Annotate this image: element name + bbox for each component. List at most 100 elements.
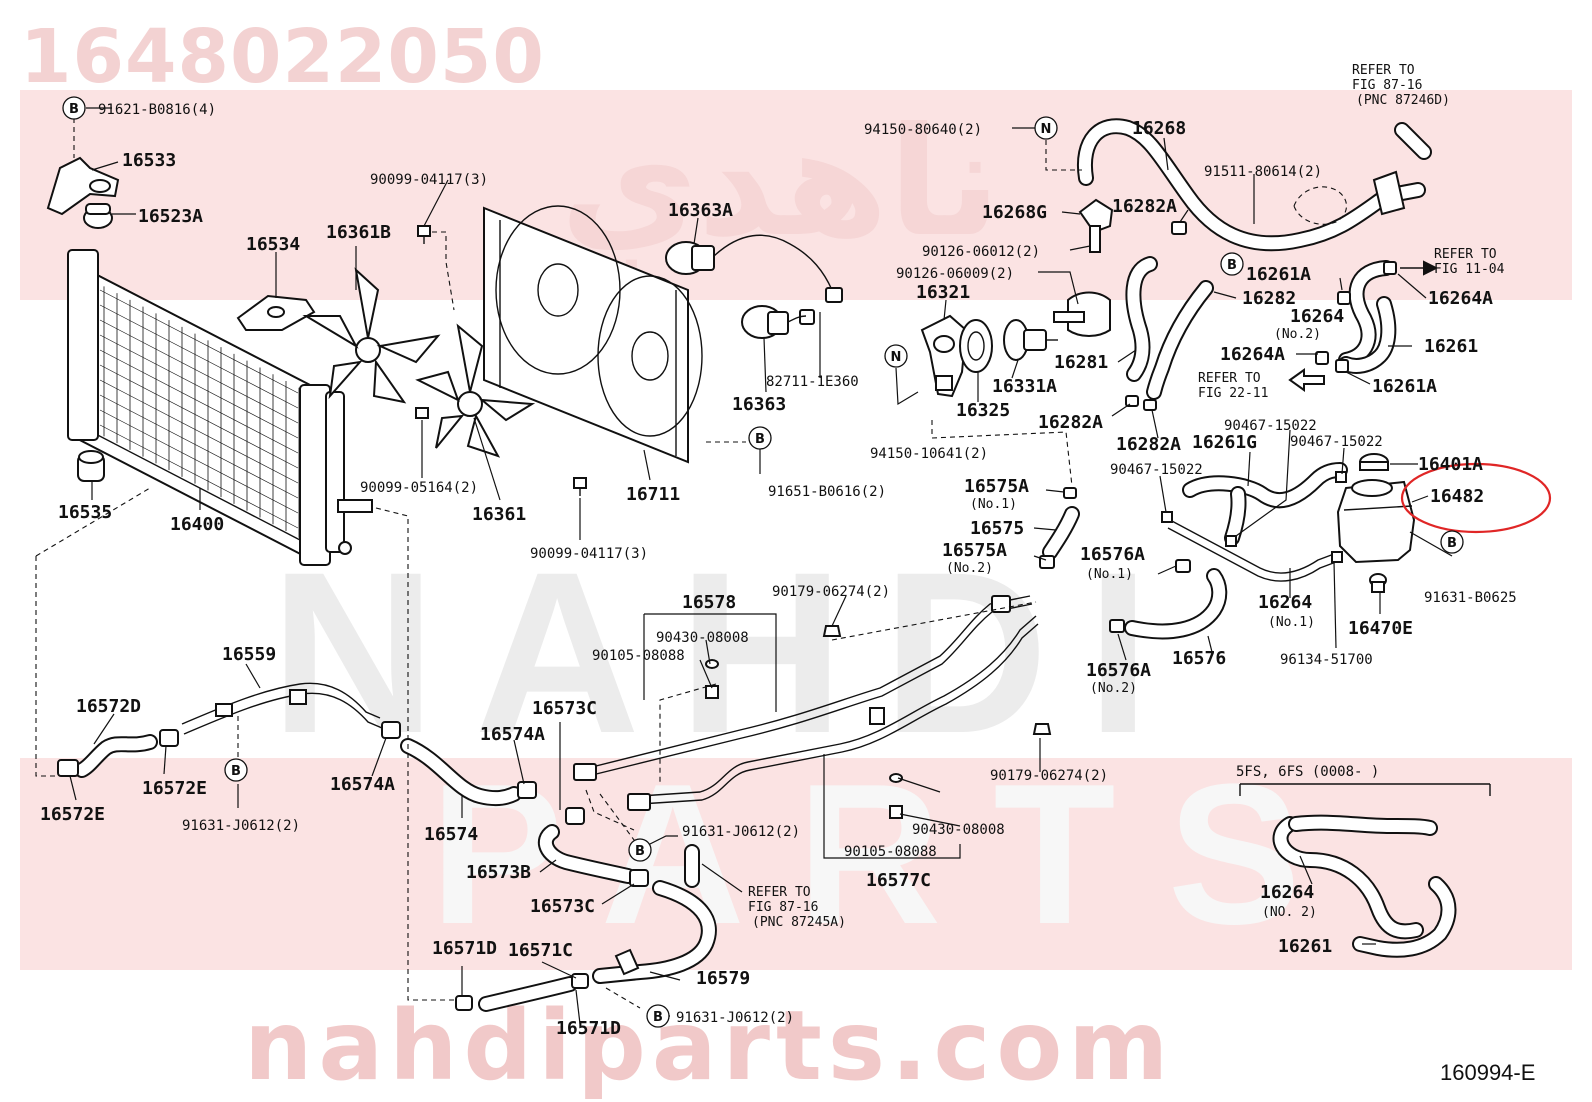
part-label-l40[interactable]: 16400 [170,514,224,535]
part-label-l34[interactable]: 16482 [1430,486,1484,507]
hose-16264-no1[interactable] [1167,519,1337,582]
clip-16282A-top[interactable] [1171,221,1187,235]
part-label-l13[interactable]: 90126-06012(2) [922,244,1040,260]
part-label-l64[interactable]: 96134-51700 [1280,652,1373,668]
part-label-l1[interactable]: 91621-B0816(4) [98,102,216,118]
part-label-l8[interactable]: 94150-80640(2) [864,122,982,138]
bolt-90099-04117-top[interactable] [417,225,431,244]
part-label-l3[interactable]: 16523A [138,206,203,227]
part-label-l41[interactable]: 90099-05164(2) [360,480,478,496]
part-label-l77[interactable]: 90105-08088 [844,844,937,860]
part-label-l51[interactable]: (No.1) [1086,567,1133,582]
thermostat-16331A[interactable] [1003,319,1058,361]
part-label-l24[interactable]: 16331A [992,376,1057,397]
part-label-l63[interactable]: 16576 [1172,648,1226,669]
part-label-l70[interactable]: 16574A [330,774,395,795]
hose-16261[interactable] [1338,260,1394,368]
part-label-l37[interactable]: 16363 [732,394,786,415]
part-label-l15[interactable]: 16321 [916,282,970,303]
part-label-l38[interactable]: 94150-10641(2) [870,446,988,462]
part-label-l44[interactable]: 91651-B0616(2) [768,484,886,500]
hose-16282[interactable] [1146,280,1214,400]
part-label-l52[interactable]: 91631-B0625 [1424,590,1517,606]
part-label-l60[interactable]: 90105-08088 [592,648,685,664]
part-label-l33[interactable]: 16401A [1418,454,1483,475]
part-label-l59[interactable]: 90430-08008 [656,630,749,646]
part-label-l72[interactable]: 91631-J0612(2) [182,818,300,834]
part-label-l36[interactable]: 82711-1E360 [766,374,859,390]
part-label-l86[interactable]: 16264 [1260,882,1314,903]
part-label-l22[interactable]: 16261 [1424,336,1478,357]
clamps-16261A[interactable] [1315,261,1397,373]
support-16534[interactable] [236,294,316,331]
hose-16264-no2-top[interactable] [1338,296,1397,374]
part-label-l7[interactable]: 16363A [668,200,733,221]
part-label-l18[interactable]: 16282 [1242,288,1296,309]
part-label-l81[interactable]: 16571D [432,938,497,959]
part-label-l62[interactable]: (No.2) [1090,681,1137,696]
part-label-l12[interactable]: 16282A [1112,196,1177,217]
part-label-l49[interactable]: (No.2) [946,561,993,576]
water-inlet-16321[interactable] [920,314,968,398]
bolts-90105-08088[interactable] [705,659,903,819]
fan-blade-16361[interactable] [415,323,536,458]
hose-16572D[interactable] [74,734,158,778]
clamps-16573C[interactable] [565,807,649,887]
part-label-l9[interactable]: 16268 [1132,118,1186,139]
hose-16579[interactable] [592,844,717,984]
part-label-l32[interactable]: 90467-15022 [1110,462,1203,478]
bolt-90099-04117-bottom[interactable] [573,477,587,496]
part-label-l84[interactable]: 16571D [556,1018,621,1039]
hose-16261G[interactable] [1182,462,1348,546]
fan-blade-16361B[interactable] [302,267,441,404]
part-label-l5[interactable]: 16361B [326,222,391,243]
part-label-l76[interactable]: 90430-08008 [912,822,1005,838]
part-label-l31[interactable]: 90467-15022 [1290,434,1383,450]
part-label-l4[interactable]: 16534 [246,234,300,255]
part-label-l67[interactable]: 16573C [532,698,597,719]
part-label-l78[interactable]: 16577C [866,870,931,891]
clip-16282A-lower[interactable] [1125,395,1157,411]
part-label-l19[interactable]: 16264 [1290,306,1344,327]
part-label-l55[interactable]: 16470E [1348,618,1413,639]
part-label-l39[interactable]: 16535 [58,502,112,523]
fan-shroud-16711[interactable] [483,205,703,464]
part-label-l50[interactable]: 16576A [1080,544,1145,565]
fan-motor-16363A[interactable] [665,234,843,303]
part-label-l47[interactable]: 16575 [970,518,1024,539]
part-label-l14[interactable]: 90126-06009(2) [896,266,1014,282]
part-label-l21[interactable]: 16264A [1220,344,1285,365]
part-label-l28[interactable]: 16282A [1116,434,1181,455]
part-label-l65[interactable]: 16559 [222,644,276,665]
part-label-l17[interactable]: 16264A [1428,288,1493,309]
cushion-16523A[interactable] [83,203,113,229]
part-label-l6[interactable]: 90099-04117(3) [370,172,488,188]
part-label-l80[interactable]: 16573C [530,896,595,917]
part-label-l82[interactable]: 16571C [508,940,573,961]
part-label-l54[interactable]: (No.1) [1268,615,1315,630]
part-label-l66[interactable]: 16572D [76,696,141,717]
clips-90467-15022[interactable] [1161,471,1347,563]
part-label-l11[interactable]: 16268G [982,202,1047,223]
part-label-l88[interactable]: 16261 [1278,936,1332,957]
part-label-l85[interactable]: 91631-J0612(2) [676,1010,794,1026]
part-label-l87[interactable]: (NO. 2) [1262,905,1317,920]
grommet-16470E[interactable] [1369,573,1387,593]
clamps-16571D[interactable] [455,973,589,1011]
hose-16575[interactable] [1042,506,1080,560]
nut-90099-05164[interactable] [415,407,429,419]
heater-pipe-16578[interactable] [573,595,1033,781]
part-label-l48[interactable]: 16575A [942,540,1007,561]
part-label-l75[interactable]: 90179-06274(2) [990,768,1108,784]
radiator-16400[interactable] [67,249,373,566]
clamps-16574A[interactable] [381,721,537,799]
cushion-16535[interactable] [77,450,105,482]
part-label-l29[interactable]: 16261G [1192,432,1257,453]
part-label-l42[interactable]: 16361 [472,504,526,525]
part-label-l71[interactable]: 16572E [40,804,105,825]
clips-16576A[interactable] [1109,559,1191,633]
hose-16571C[interactable] [478,976,578,1012]
part-label-l27[interactable]: 16282A [1038,412,1103,433]
part-label-l56[interactable]: 90099-04117(3) [530,546,648,562]
reservoir-16470[interactable] [1336,479,1416,564]
